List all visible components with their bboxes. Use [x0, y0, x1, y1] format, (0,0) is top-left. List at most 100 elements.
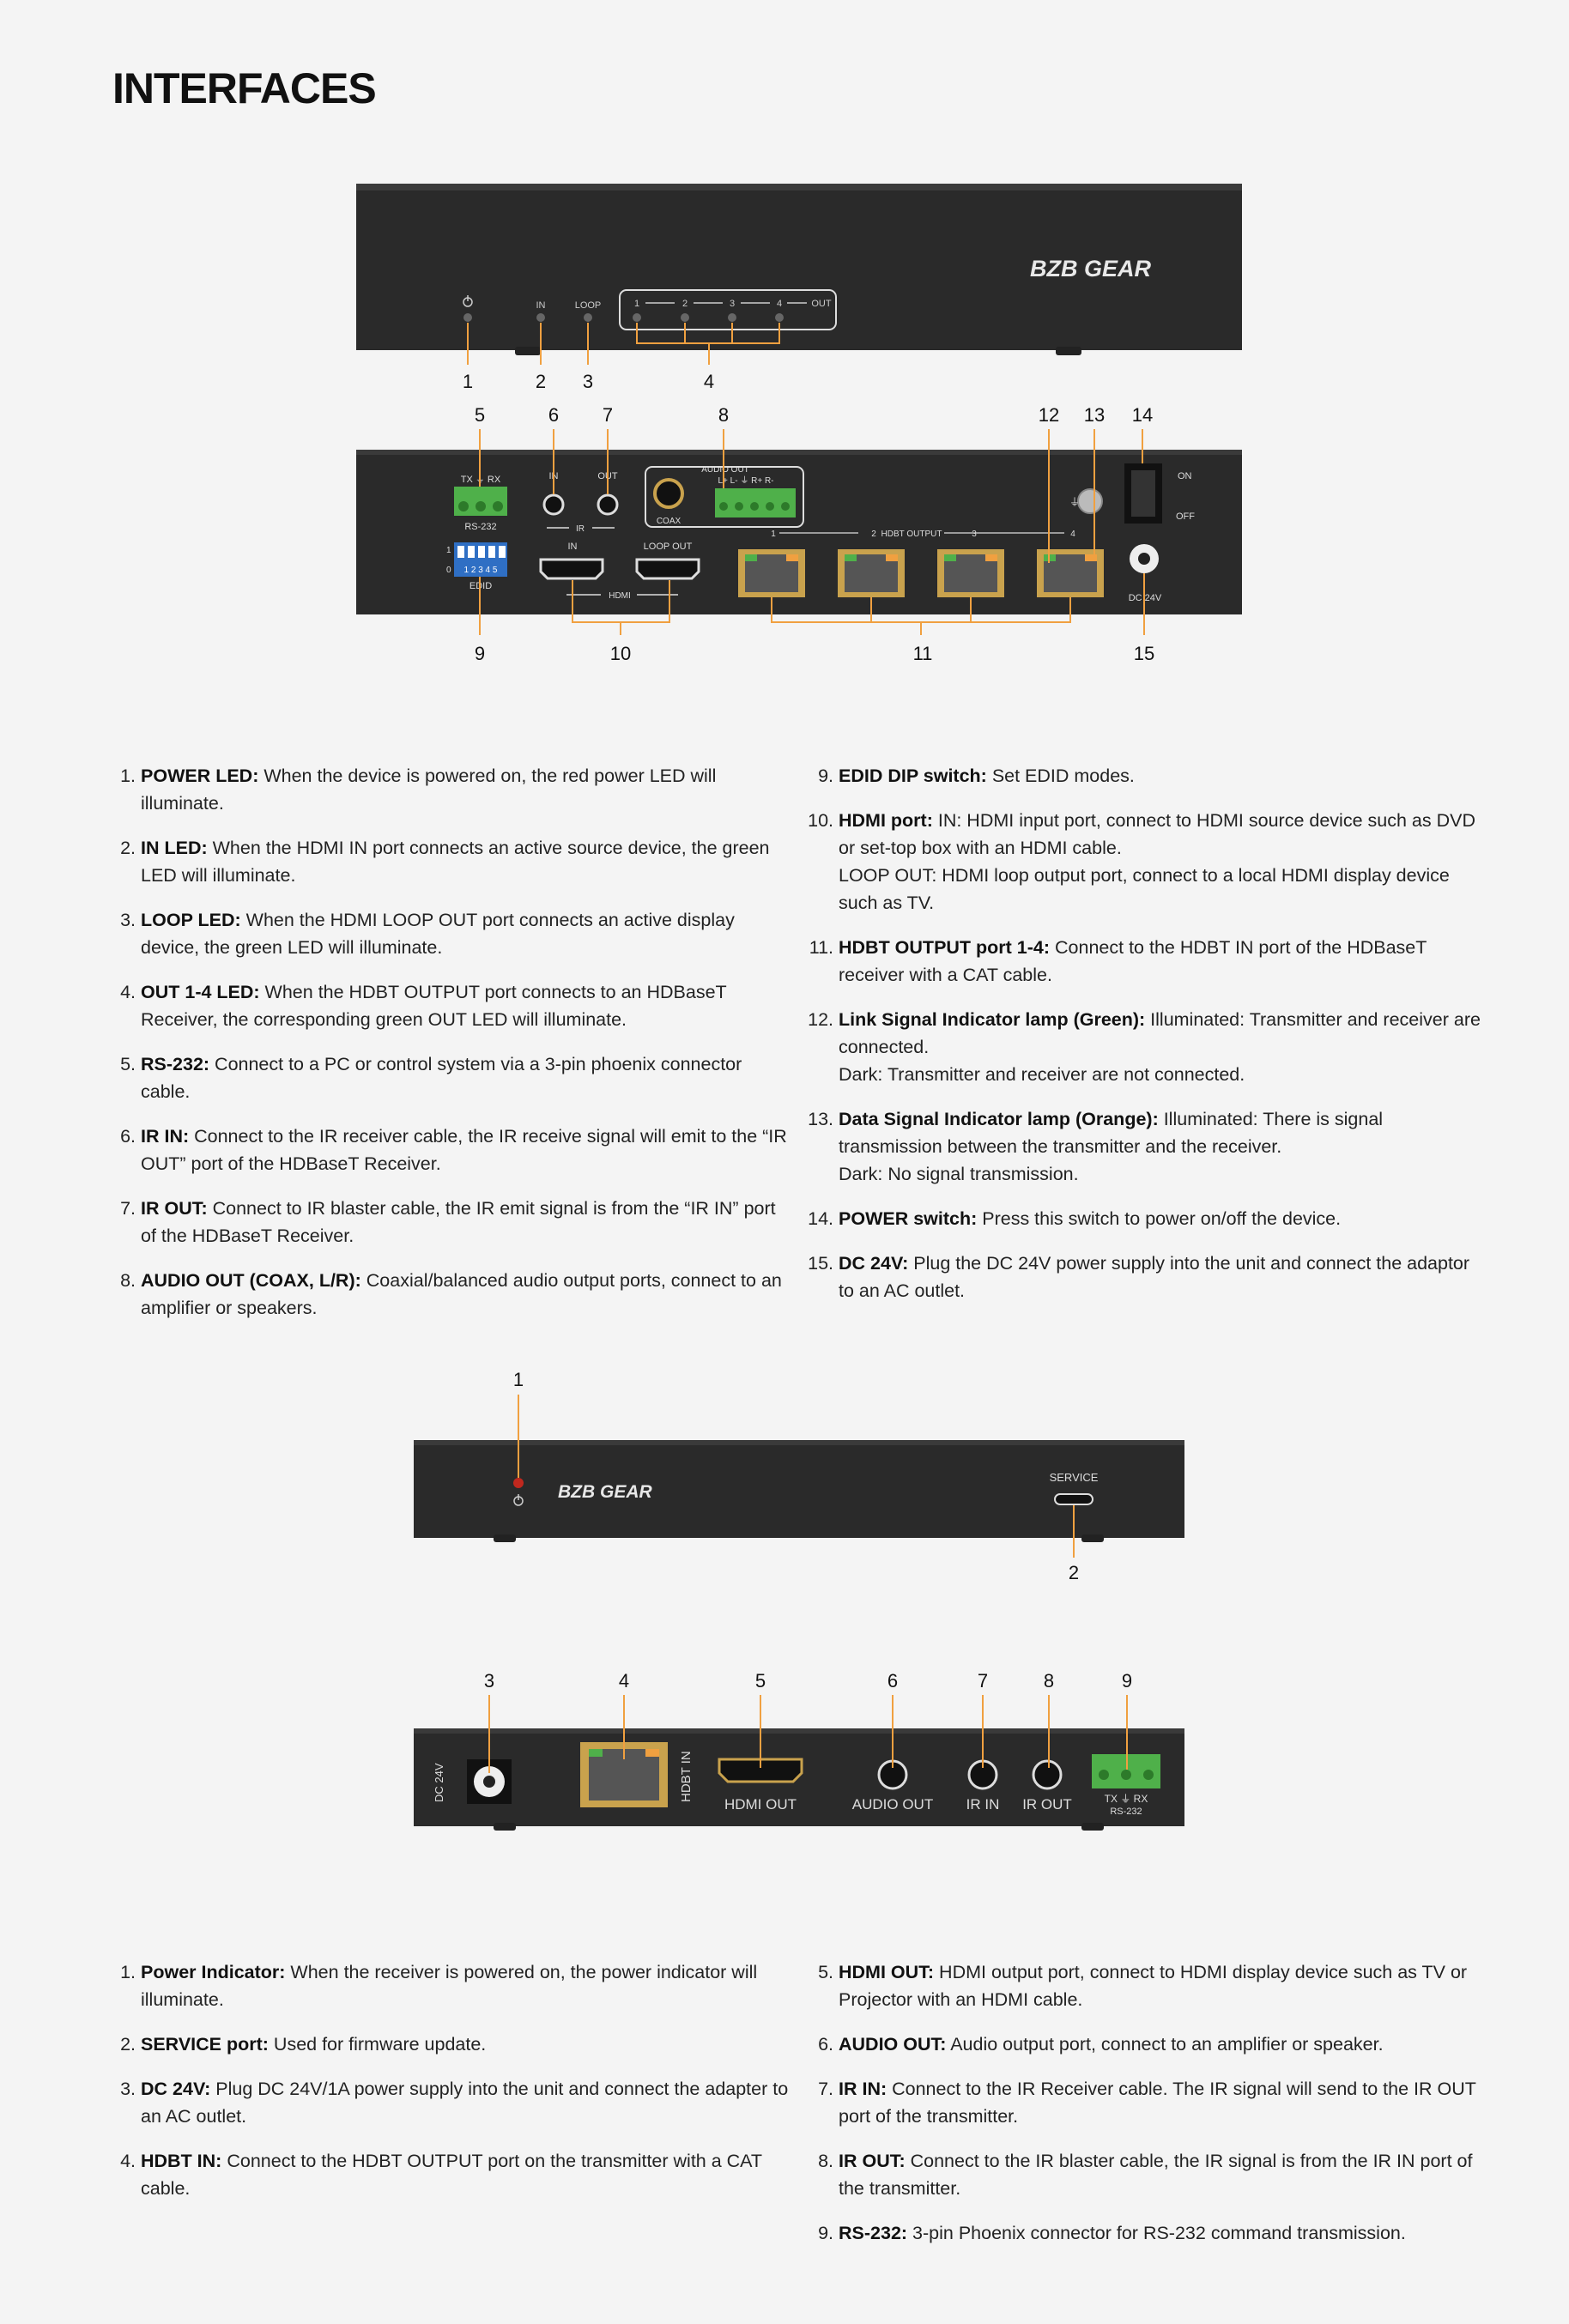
- out-led-4: [775, 313, 784, 322]
- list-item-number: 1.: [120, 1962, 136, 1982]
- list-item: 15.DC 24V: Plug the DC 24V power supply …: [808, 1250, 1488, 1304]
- ground-screw: [1077, 488, 1103, 514]
- callout-number: 5: [475, 404, 485, 426]
- audio-terminal: [715, 488, 796, 517]
- audio-pins-label: L+ L- ⏚ R+ R-: [718, 475, 773, 486]
- ir-out-label: OUT: [597, 471, 618, 481]
- rs232-terminal: [454, 487, 507, 516]
- list-item-extra: Dark: Transmitter and receiver are not c…: [839, 1064, 1245, 1085]
- out-led-4-label: 4: [777, 299, 782, 309]
- switch-on-label: ON: [1178, 471, 1192, 481]
- hdbt-4-label: 4: [1070, 530, 1075, 539]
- transmitter-interfaces-list-left: 1.POWER LED: When the device is powered …: [112, 762, 791, 1339]
- tx-rear-callout-lines: [479, 429, 1145, 635]
- out-led-1: [633, 313, 641, 322]
- list-item-text: When the HDMI IN port connects an active…: [141, 838, 770, 886]
- list-item: 3.LOOP LED: When the HDMI LOOP OUT port …: [112, 906, 791, 961]
- list-item: 6.IR IN: Connect to the IR receiver cabl…: [112, 1123, 791, 1177]
- callout-number: 7: [603, 404, 613, 426]
- list-item-number: 2.: [120, 2034, 136, 2055]
- rx-rear-callout-lines: [488, 1695, 1128, 1773]
- dc-jack: [1130, 544, 1159, 573]
- hdbt-output-label: HDBT OUTPUT: [881, 530, 942, 539]
- rx-power-icon: [513, 1494, 524, 1506]
- list-item-term: IR IN:: [839, 2079, 887, 2099]
- audio-out-label: AUDIO OUT: [701, 465, 749, 475]
- receiver-rear-panel: DC 24V HDBT IN HDMI OUT AUDIO OUT IR IN …: [414, 1728, 1184, 1831]
- brand-logo-text: BZB GEAR: [1030, 256, 1152, 281]
- list-item-number: 8.: [818, 2151, 833, 2171]
- receiver-interfaces-list-right: 5.HDMI OUT: HDMI output port, connect to…: [810, 1958, 1488, 2264]
- list-item: 11.HDBT OUTPUT port 1-4: Connect to the …: [809, 934, 1488, 989]
- list-item-number: 8.: [120, 1270, 136, 1291]
- out-led-3-label: 3: [730, 299, 735, 309]
- out-led-1-label: 1: [634, 299, 639, 309]
- list-item-text: When the HDMI LOOP OUT port connects an …: [141, 910, 735, 958]
- ir-in-jack: [542, 493, 565, 516]
- callout-number: 5: [755, 1670, 766, 1692]
- list-item-number: 1.: [120, 766, 136, 786]
- list-item-extra: LOOP OUT: HDMI loop output port, connect…: [839, 865, 1450, 913]
- dip-numbers: 1 2 3 4 5: [464, 566, 498, 575]
- list-item: 13.Data Signal Indicator lamp (Orange): …: [808, 1105, 1488, 1188]
- list-item-number: 3.: [120, 910, 136, 930]
- list-item: 4.HDBT IN: Connect to the HDBT OUTPUT po…: [112, 2147, 791, 2202]
- list-item-number: 13.: [808, 1109, 833, 1129]
- list-item-text: Used for firmware update.: [268, 2034, 487, 2055]
- list-item-term: AUDIO OUT:: [839, 2034, 947, 2055]
- rx-rs232-label: RS-232: [1110, 1807, 1142, 1817]
- list-item: 6.AUDIO OUT: Audio output port, connect …: [810, 2030, 1488, 2058]
- list-item-number: 11.: [809, 937, 833, 958]
- rx-hdmi-out-label: HDMI OUT: [724, 1796, 797, 1813]
- list-item-term: SERVICE port:: [141, 2034, 269, 2055]
- rx-rs232-terminal: [1092, 1754, 1160, 1788]
- rx-ir-in-label: IR IN: [966, 1796, 1000, 1813]
- rx-power-led: [513, 1478, 524, 1488]
- callout-number: 3: [583, 371, 593, 392]
- list-item-text: Plug DC 24V/1A power supply into the uni…: [141, 2079, 789, 2127]
- callout-number: 6: [887, 1670, 898, 1692]
- list-item: 1.POWER LED: When the device is powered …: [112, 762, 791, 817]
- edid-dip-switch: [454, 542, 507, 577]
- receiver-front-panel: BZB GEAR SERVICE: [414, 1440, 1184, 1542]
- list-item-term: HDMI OUT:: [839, 1962, 935, 1982]
- rx-ir-out-jack: [1032, 1759, 1063, 1790]
- callout-number: 2: [536, 371, 546, 392]
- list-item-term: POWER LED:: [141, 766, 259, 786]
- hdbt-3-label: 3: [972, 530, 977, 539]
- list-item-text: When the device is powered on, the red p…: [141, 766, 717, 814]
- list-item-text: Connect to the HDBT IN port of the HDBas…: [839, 937, 1427, 985]
- tx-front-callout-numbers: 1 2 3 4: [463, 371, 714, 392]
- receiver-interfaces-list-left: 1.Power Indicator: When the receiver is …: [112, 1958, 791, 2219]
- rx-audio-out-jack: [877, 1759, 908, 1790]
- list-item: 10.HDMI port: IN: HDMI input port, conne…: [808, 807, 1488, 917]
- rs232-pins-label: TX ⏚ RX: [461, 474, 501, 485]
- list-item: 5.RS-232: Connect to a PC or control sys…: [112, 1050, 791, 1105]
- list-item-number: 12.: [808, 1009, 833, 1030]
- power-led: [463, 313, 472, 322]
- callout-number: 1: [513, 1369, 524, 1390]
- list-item-text: Press this switch to power on/off the de…: [977, 1208, 1342, 1229]
- tx-rear-callout-numbers-top: 5 6 7 8 12 13 14: [475, 404, 1153, 426]
- list-item-term: IR OUT:: [141, 1198, 208, 1219]
- list-item: 14.POWER switch: Press this switch to po…: [808, 1205, 1488, 1232]
- in-led: [536, 313, 545, 322]
- list-item-text: Audio output port, connect to an amplifi…: [946, 2034, 1384, 2055]
- audio-out-frame: [645, 466, 804, 528]
- callout-number: 14: [1132, 404, 1153, 426]
- loop-led: [584, 313, 592, 322]
- rx-ir-out-label: IR OUT: [1022, 1796, 1072, 1813]
- list-item: 9.RS-232: 3-pin Phoenix connector for RS…: [810, 2219, 1488, 2247]
- list-item-term: Power Indicator:: [141, 1962, 286, 1982]
- hdbt-port-3: [937, 549, 1004, 597]
- list-item-term: HDBT IN:: [141, 2151, 222, 2171]
- dc-label: DC 24V: [1129, 593, 1162, 603]
- tx-rear-callout-numbers-bottom: 9 10 11 15: [475, 643, 1154, 664]
- rx-hdbt-in-port: [580, 1742, 668, 1807]
- list-item-text: Coaxial/balanced audio output ports, con…: [141, 1270, 782, 1318]
- callout-number: 1: [463, 371, 473, 392]
- loop-led-label: LOOP: [575, 300, 602, 311]
- dip-off-label: 0: [446, 566, 451, 575]
- list-item: 5.HDMI OUT: HDMI output port, connect to…: [810, 1958, 1488, 2013]
- list-item-text: IN: HDMI input port, connect to HDMI sou…: [839, 810, 1475, 858]
